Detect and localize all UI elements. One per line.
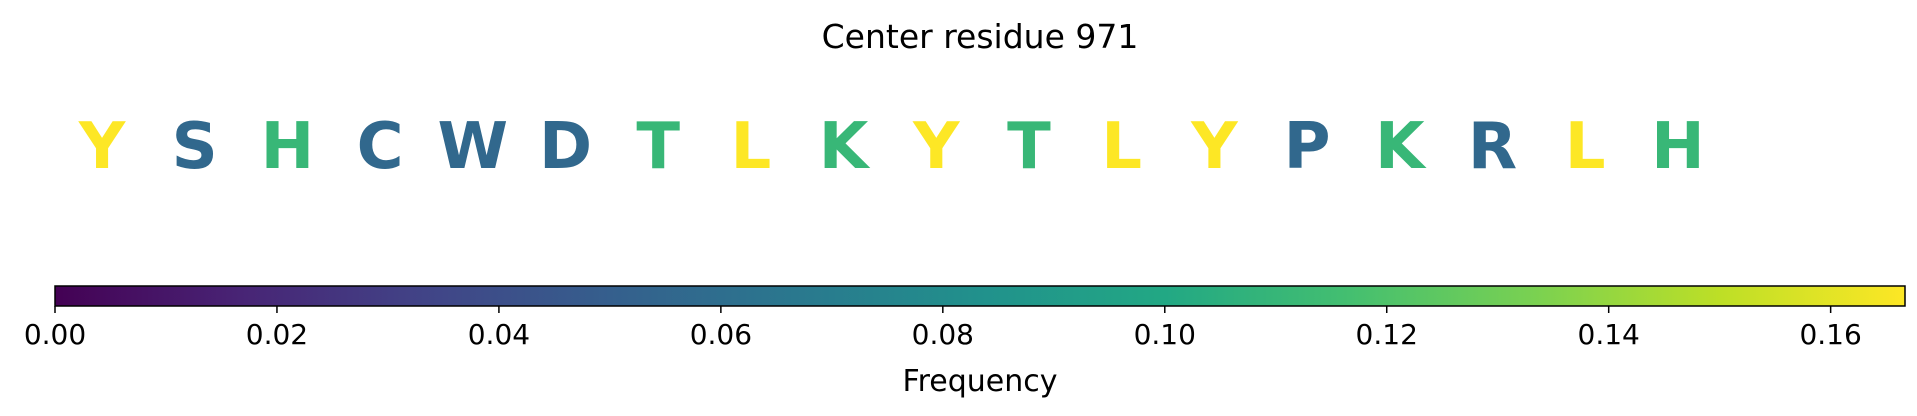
residue-letter: W [438, 110, 509, 184]
colorbar-tick-label: 0.00 [24, 318, 86, 351]
residue-letter: T [1007, 110, 1051, 184]
residue-letter: L [1565, 110, 1606, 184]
colorbar-tick-label: 0.06 [690, 318, 752, 351]
colorbar-tick-label: 0.04 [468, 318, 530, 351]
residue-letter: C [357, 110, 404, 184]
chart-title: Center residue 971 [822, 17, 1139, 56]
residue-letter: K [819, 110, 871, 184]
colorbar-tick-label: 0.12 [1356, 318, 1418, 351]
colorbar-ticks: 0.00 0.02 0.04 0.06 0.08 0.10 0.12 0.14 0.16 [24, 306, 1862, 351]
residue-letter: Y [1190, 110, 1238, 184]
residue-letter: L [731, 110, 772, 184]
residue-letter: S [172, 110, 218, 184]
residue-letter: K [1375, 110, 1427, 184]
residue-letter: H [1651, 110, 1705, 184]
residue-letter: P [1284, 110, 1331, 184]
colorbar-label: Frequency [903, 364, 1058, 399]
residue-letter: D [539, 110, 592, 184]
colorbar-tick-label: 0.10 [1134, 318, 1196, 351]
residue-letter: H [261, 110, 315, 184]
colorbar-tick-label: 0.02 [246, 318, 308, 351]
colorbar-tick-label: 0.14 [1578, 318, 1640, 351]
residue-letter: Y [912, 110, 960, 184]
colorbar-tick-label: 0.08 [912, 318, 974, 351]
colorbar-tick-label: 0.16 [1799, 318, 1861, 351]
residue-letter: T [636, 110, 680, 184]
residue-letter: R [1468, 110, 1517, 184]
residue-letter: Y [78, 110, 126, 184]
residue-letter: L [1101, 110, 1142, 184]
colorbar [54, 285, 1906, 307]
